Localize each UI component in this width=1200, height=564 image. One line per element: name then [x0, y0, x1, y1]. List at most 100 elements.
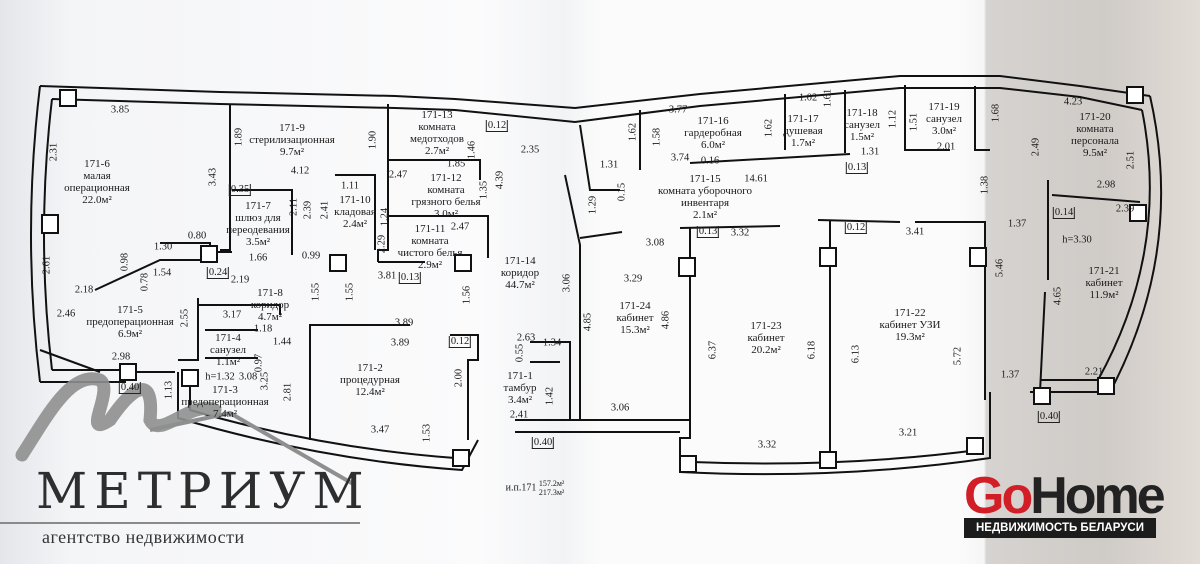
dimension-label: 0.12 [448, 336, 472, 348]
room-id: 171-13 [421, 109, 453, 121]
dimension-label: 3.74 [670, 152, 690, 164]
dimension-label: 1.58 [651, 127, 663, 147]
dimension-label: h=3.30 [1062, 234, 1092, 246]
dimension-label: 0.78 [139, 272, 151, 292]
dimension-label: 1.30 [153, 241, 173, 253]
column [59, 89, 77, 107]
room-area: 2.9м² [417, 259, 442, 271]
room-id: 171-14 [504, 255, 536, 267]
dimension-label: 2.39 [302, 200, 314, 220]
dimension-label: 3.85 [110, 104, 130, 116]
dimension-label: 0.13 [845, 162, 869, 174]
dimension-label: 0.97 [253, 353, 265, 373]
room-area: 2.1м² [692, 209, 717, 221]
dimension-label: 3.89 [390, 337, 410, 349]
dimension-label: 2.39 [1115, 203, 1135, 215]
room-name: комната грязного белья [411, 184, 481, 208]
room-id: 171-4 [215, 332, 241, 344]
column [1097, 377, 1115, 395]
room-id: 171-8 [257, 287, 283, 299]
dimension-label: 4.39 [494, 170, 506, 190]
dimension-label: 1.37 [1007, 218, 1027, 230]
dimension-label: 1.61 [822, 88, 834, 108]
dimension-label: 3.81 [377, 270, 397, 282]
outer-wall-top-inner [51, 87, 1143, 124]
room-id: 171-20 [1079, 111, 1111, 123]
dimension-label: 1.55 [344, 282, 356, 302]
dimension-label: 2.46 [56, 308, 76, 320]
dimension-label: 1.53 [421, 423, 433, 443]
room-name: санузел [843, 119, 881, 131]
room-area: 20.2м² [751, 344, 781, 356]
dimension-label: 3.32 [757, 439, 777, 451]
outer-wall-bottom-left [177, 372, 479, 472]
dimension-label: 0.40 [118, 382, 142, 394]
dimension-label: 1.42 [544, 386, 556, 406]
outer-wall-top [39, 75, 1151, 110]
dimension-label: 0.14 [1052, 207, 1076, 219]
dimension-label: 2.35 [520, 144, 540, 156]
dimension-label: 1.68 [990, 103, 1002, 123]
dimension-label: 3.41 [905, 226, 925, 238]
dimension-label: 3.29 [623, 273, 643, 285]
room-area: 11.9м² [1089, 289, 1119, 301]
room-area: 9.5м² [1082, 147, 1107, 159]
gohome-home: Home [1030, 467, 1165, 525]
room-name: малая операционная [64, 170, 130, 194]
dimension-label: 1.34 [542, 337, 562, 349]
room-area: 15.3м² [620, 324, 650, 336]
dimension-label: 2.98 [1096, 179, 1116, 191]
room-area: 2.4м² [342, 218, 367, 230]
room-id: 171-10 [339, 194, 371, 206]
room-name: тамбур [503, 382, 537, 394]
room-name: шлюз для переодевания [226, 212, 290, 236]
summary-area-2: 217.3м² [538, 488, 565, 497]
summary-label: и.п.171 157.2м² 217.3м² [506, 479, 565, 497]
dimension-label: 1.31 [599, 159, 619, 171]
dimension-label: 0.15 [616, 182, 628, 202]
dimension-label: 2.49 [1030, 137, 1042, 157]
dimension-label: 0.80 [187, 230, 207, 242]
dimension-label: 1.44 [272, 336, 292, 348]
dimension-label: 1.29 [587, 195, 599, 215]
dimension-label: 2.47 [450, 221, 470, 233]
room-area: 9.7м² [279, 146, 304, 158]
dimension-label: 5.72 [952, 346, 964, 366]
column [454, 254, 472, 272]
dimension-label: 1.12 [887, 109, 899, 129]
column [1126, 86, 1144, 104]
room-name: санузел [209, 344, 247, 356]
dimension-label: 3.43 [207, 167, 219, 187]
dimension-label: 0.13 [696, 226, 720, 238]
dimension-label: 2.47 [388, 169, 408, 181]
dimension-label: 1.56 [461, 285, 473, 305]
dimension-label: 2.31 [48, 142, 60, 162]
column [679, 455, 697, 473]
metrium-divider [0, 522, 360, 524]
dimension-label: 3.17 [222, 309, 242, 321]
room-area: 1.7м² [790, 137, 816, 149]
room-id: 171-19 [928, 101, 960, 113]
dimension-label: 0.98 [119, 252, 131, 272]
room-id: 171-9 [279, 122, 305, 134]
dimension-label: 2.01 [936, 141, 956, 153]
room-area: 4.7м² [257, 311, 282, 323]
column [41, 214, 59, 234]
column [1129, 204, 1147, 222]
dimension-label: 4.85 [582, 312, 594, 332]
outer-wall-left [30, 85, 41, 383]
room-name: предоперационная [86, 316, 174, 328]
outer-wall-bottom-right [679, 392, 991, 476]
dimension-label: 3.25 [259, 371, 271, 391]
